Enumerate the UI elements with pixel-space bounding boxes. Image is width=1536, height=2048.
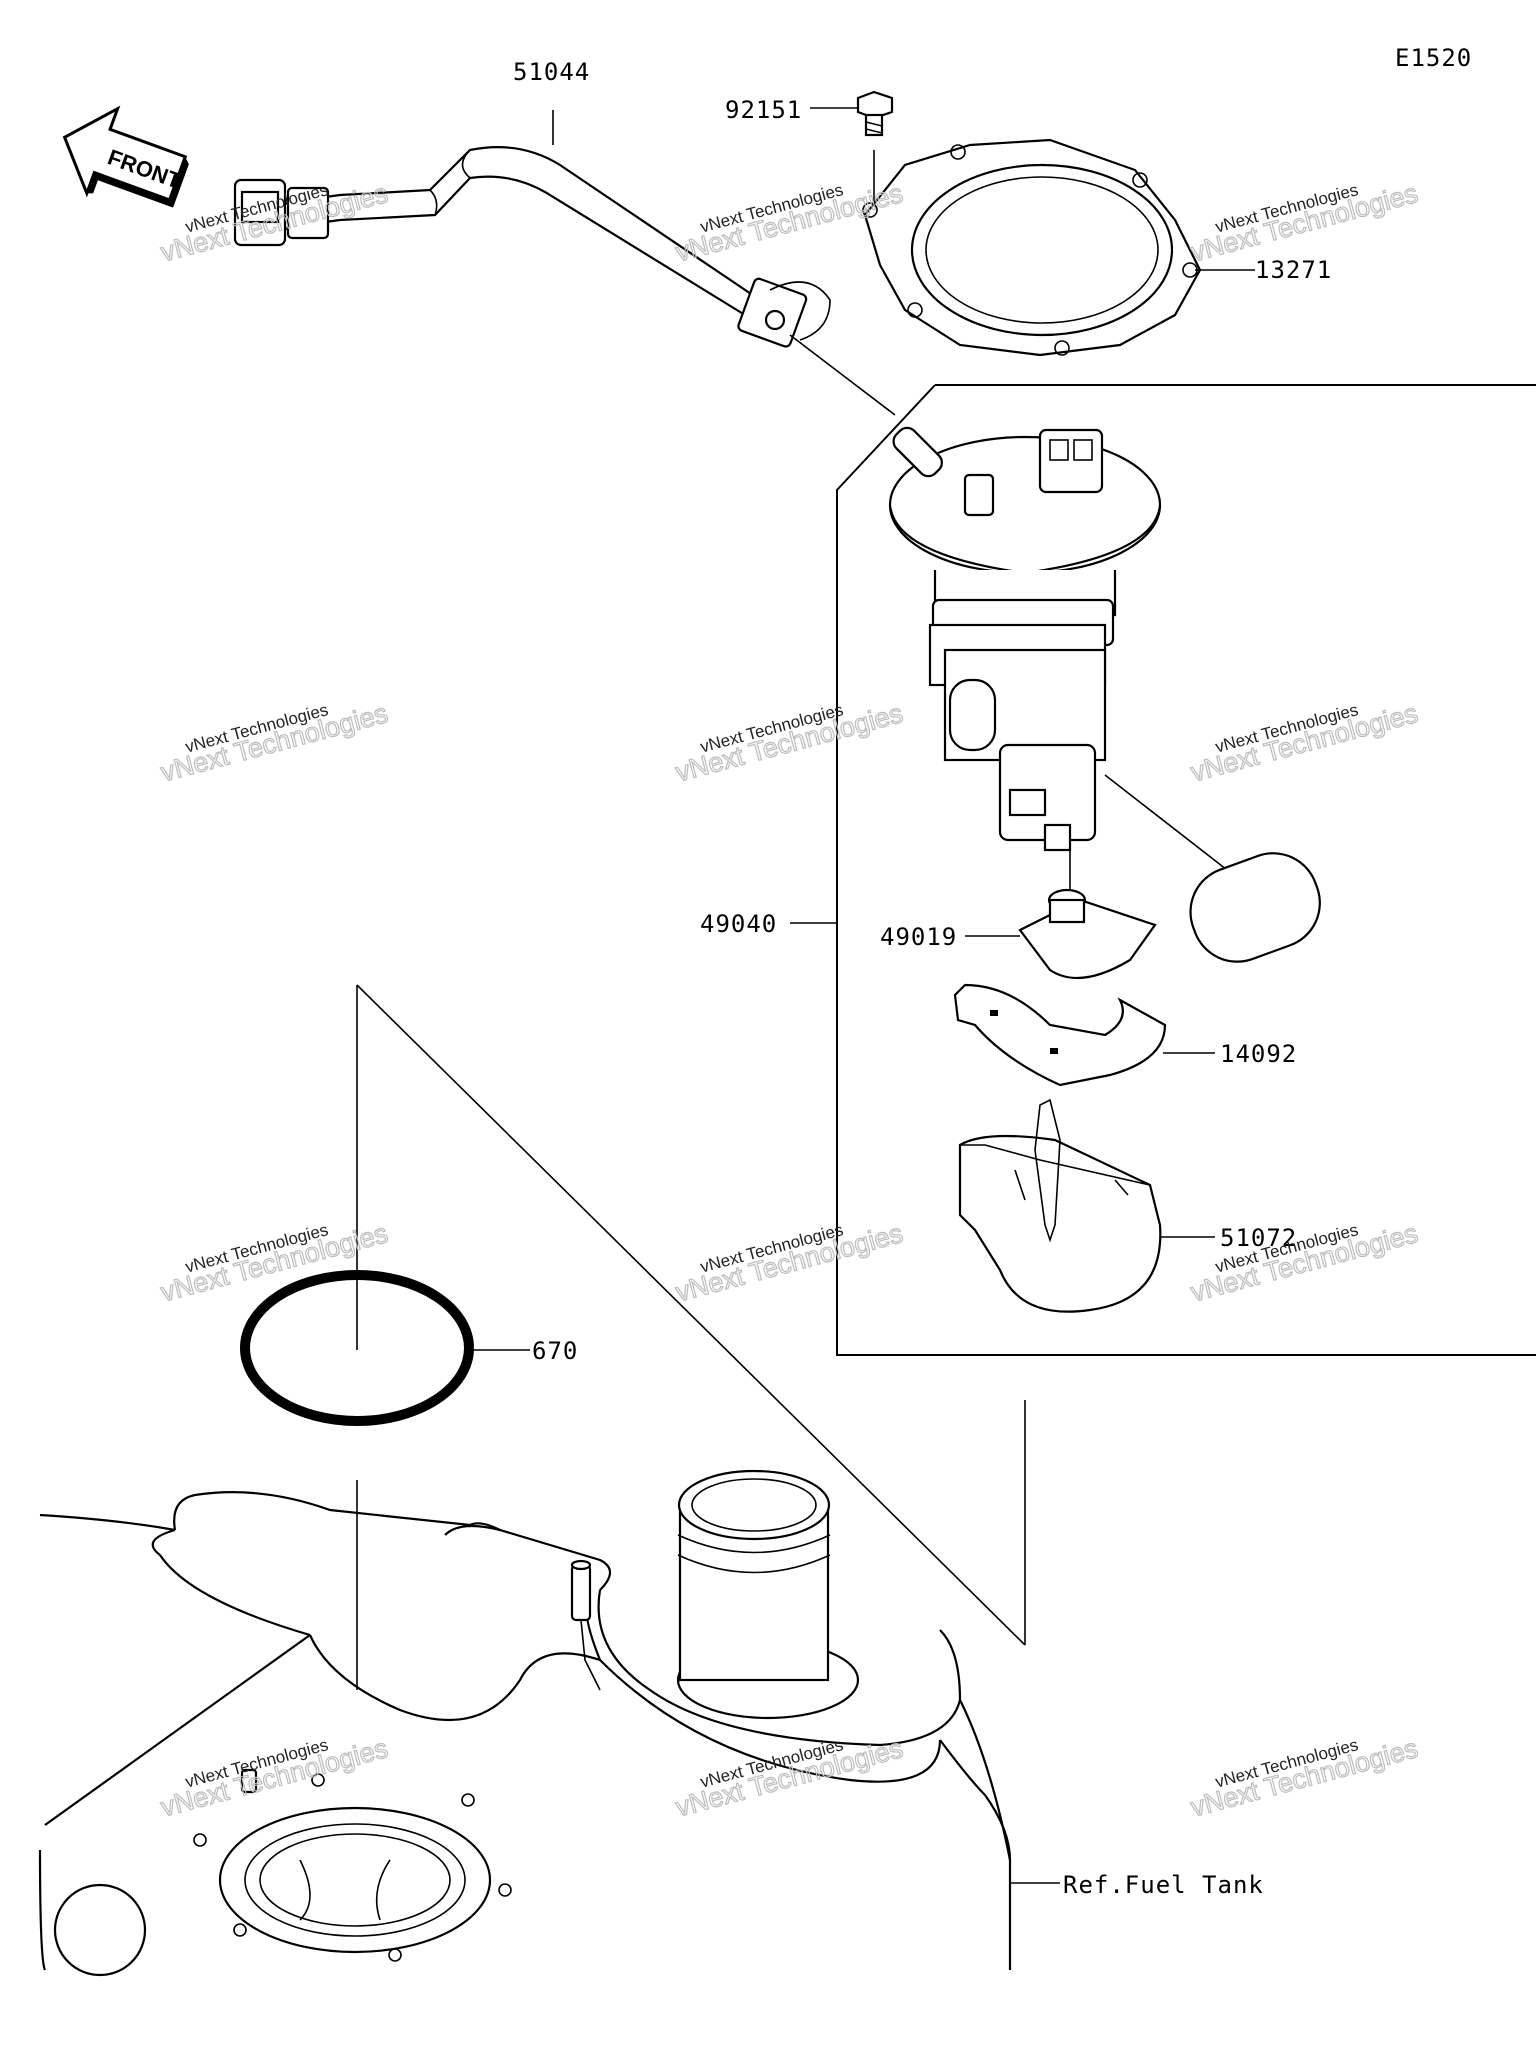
watermark-5: vNext Technologies vNext Technologies (672, 697, 907, 788)
fuel-pump-unit (888, 426, 1321, 963)
watermark-7: vNext Technologies vNext Technologies (157, 1217, 392, 1308)
watermark-4: vNext Technologies vNext Technologies (157, 697, 392, 788)
callout-49019: 49019 (880, 923, 957, 951)
pump-bracket (953, 983, 1167, 1087)
watermark-12: vNext Technologies vNext Technologies (1187, 1732, 1422, 1823)
watermark-3: vNext Technologies vNext Technologies (1187, 177, 1422, 268)
callout-670: 670 (532, 1337, 578, 1365)
callout-51044: 51044 (513, 58, 590, 86)
gasket (862, 138, 1202, 357)
diagram-code: E1520 (1395, 44, 1472, 72)
callout-14092: 14092 (1220, 1040, 1297, 1068)
callout-fuel-tank: Ref.Fuel Tank (1063, 1871, 1264, 1899)
fuel-filter (1018, 888, 1157, 980)
callout-92151: 92151 (725, 96, 802, 124)
callout-51072: 51072 (1220, 1224, 1297, 1252)
callout-13271: 13271 (1255, 256, 1332, 284)
watermark-8: vNext Technologies vNext Technologies (672, 1217, 907, 1308)
bolt (856, 90, 894, 205)
callout-49040: 49040 (700, 910, 777, 938)
front-arrow-icon: FRONT (62, 105, 189, 208)
watermark-9: vNext Technologies vNext Technologies (1187, 1217, 1422, 1308)
watermark-6: vNext Technologies vNext Technologies (1187, 697, 1422, 788)
watermark-2: vNext Technologies vNext Technologies (672, 177, 907, 268)
fuel-hose (233, 146, 831, 348)
pump-cup (958, 1098, 1162, 1313)
fuel-tank (38, 1469, 1012, 1977)
pump-assembly-frame (836, 384, 1536, 1356)
